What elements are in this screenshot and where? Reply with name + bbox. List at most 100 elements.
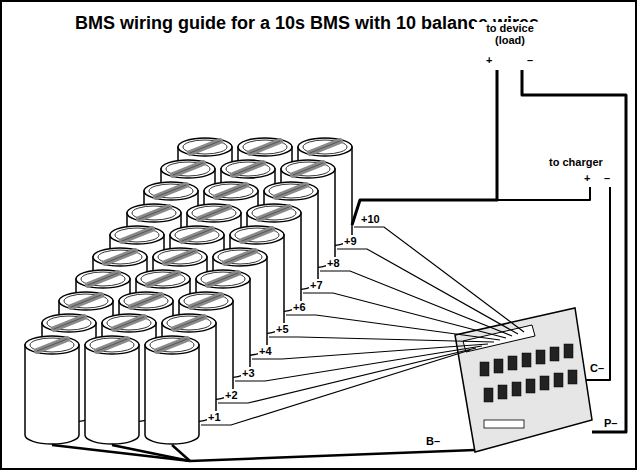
mosfet (554, 373, 563, 387)
cell-top (93, 248, 147, 266)
cell-body (25, 345, 79, 444)
load-negative-wire (522, 70, 626, 432)
strip-edge (242, 229, 272, 241)
nickel-strip (37, 339, 67, 351)
strip-edge (208, 273, 238, 285)
strip-edge (310, 141, 340, 153)
cell-top (170, 226, 224, 244)
balance-wire-label: +3 (241, 367, 256, 379)
cell-rim (124, 294, 168, 308)
nickel-strip (191, 295, 221, 307)
cell-rim (150, 338, 194, 352)
strip-edge (54, 317, 84, 329)
mosfet (522, 353, 531, 367)
cell-top (230, 226, 284, 244)
nickel-strip (208, 273, 238, 285)
mosfet (536, 350, 545, 364)
strip-edge (199, 207, 229, 219)
polarity-sign: + (583, 172, 591, 184)
cell-rim (81, 272, 125, 286)
cell-rim (183, 140, 227, 154)
cell-rim (218, 250, 262, 264)
nickel-strip (259, 207, 289, 219)
balance-wire (354, 227, 524, 332)
load-positive-wire (352, 70, 497, 225)
cell-rim (47, 316, 91, 330)
strip-edge (157, 339, 187, 351)
nickel-strip (173, 163, 203, 175)
balance-wire-label: +2 (224, 389, 239, 401)
nickel-strip (148, 273, 178, 285)
b-negative-branch (52, 445, 190, 461)
b-negative-branch (172, 445, 190, 461)
mosfet (512, 382, 521, 396)
cell-top (247, 204, 301, 222)
cell-top (145, 336, 199, 354)
cell-rim (149, 184, 193, 198)
balance-wire (320, 271, 512, 336)
mosfet-row (480, 344, 577, 428)
cell-rim (115, 228, 159, 242)
nickel-strip (250, 141, 280, 153)
balance-wire (303, 293, 506, 338)
strip-edge (71, 295, 101, 307)
strip-edge (250, 141, 280, 153)
nickel-strip (139, 207, 169, 219)
polarity-sign: – (526, 54, 534, 66)
cell-rim (167, 316, 211, 330)
nickel-strip (156, 185, 186, 197)
mosfet (550, 347, 559, 361)
nickel-strip (276, 185, 306, 197)
cell-top (59, 292, 113, 310)
cell-rim (30, 338, 74, 352)
strip-edge (190, 141, 220, 153)
mosfet (526, 379, 535, 393)
cell-top (127, 204, 181, 222)
balance-wire (218, 348, 476, 403)
charger-positive-wire (497, 187, 590, 200)
cell-top (161, 160, 215, 178)
nickel-strip (97, 339, 127, 351)
pad-label: P– (603, 417, 618, 429)
strip-edge (97, 339, 127, 351)
pad-label: B– (425, 435, 441, 447)
mosfet (508, 356, 517, 370)
nickel-strip (54, 317, 84, 329)
cell-body (85, 345, 139, 444)
nickel-strip (174, 317, 204, 329)
nickel-strip (233, 163, 263, 175)
power-wires (52, 70, 626, 461)
b-negative-branch (112, 445, 190, 461)
mosfet (480, 362, 489, 376)
strip-edge (37, 339, 67, 351)
terminal-label: to device (load) (474, 22, 546, 46)
cell-top (179, 292, 233, 310)
mosfet (540, 376, 549, 390)
strip-edge (88, 273, 118, 285)
nickel-strip (199, 207, 229, 219)
strip-edge (259, 207, 289, 219)
cell-rim (107, 316, 151, 330)
nickel-strip (165, 251, 195, 263)
nickel-strip (88, 273, 118, 285)
cell-top (85, 336, 139, 354)
balance-wire (235, 346, 482, 381)
strip-edge (182, 229, 212, 241)
balance-wire-label: +9 (343, 235, 358, 247)
nickel-strip (131, 295, 161, 307)
nickel-strip (293, 163, 323, 175)
polarity-sign: – (603, 172, 611, 184)
nickel-strip (105, 251, 135, 263)
strip-edge (131, 295, 161, 307)
strip-edge (122, 229, 152, 241)
cell-rim (269, 184, 313, 198)
balance-wire-label: +8 (326, 257, 341, 269)
cell-rim (141, 272, 185, 286)
nickel-strip (114, 317, 144, 329)
cell-rim (226, 162, 270, 176)
strip-edge (165, 251, 195, 263)
charger-negative-wire (586, 187, 610, 380)
balance-wire-label: +6 (292, 301, 307, 313)
